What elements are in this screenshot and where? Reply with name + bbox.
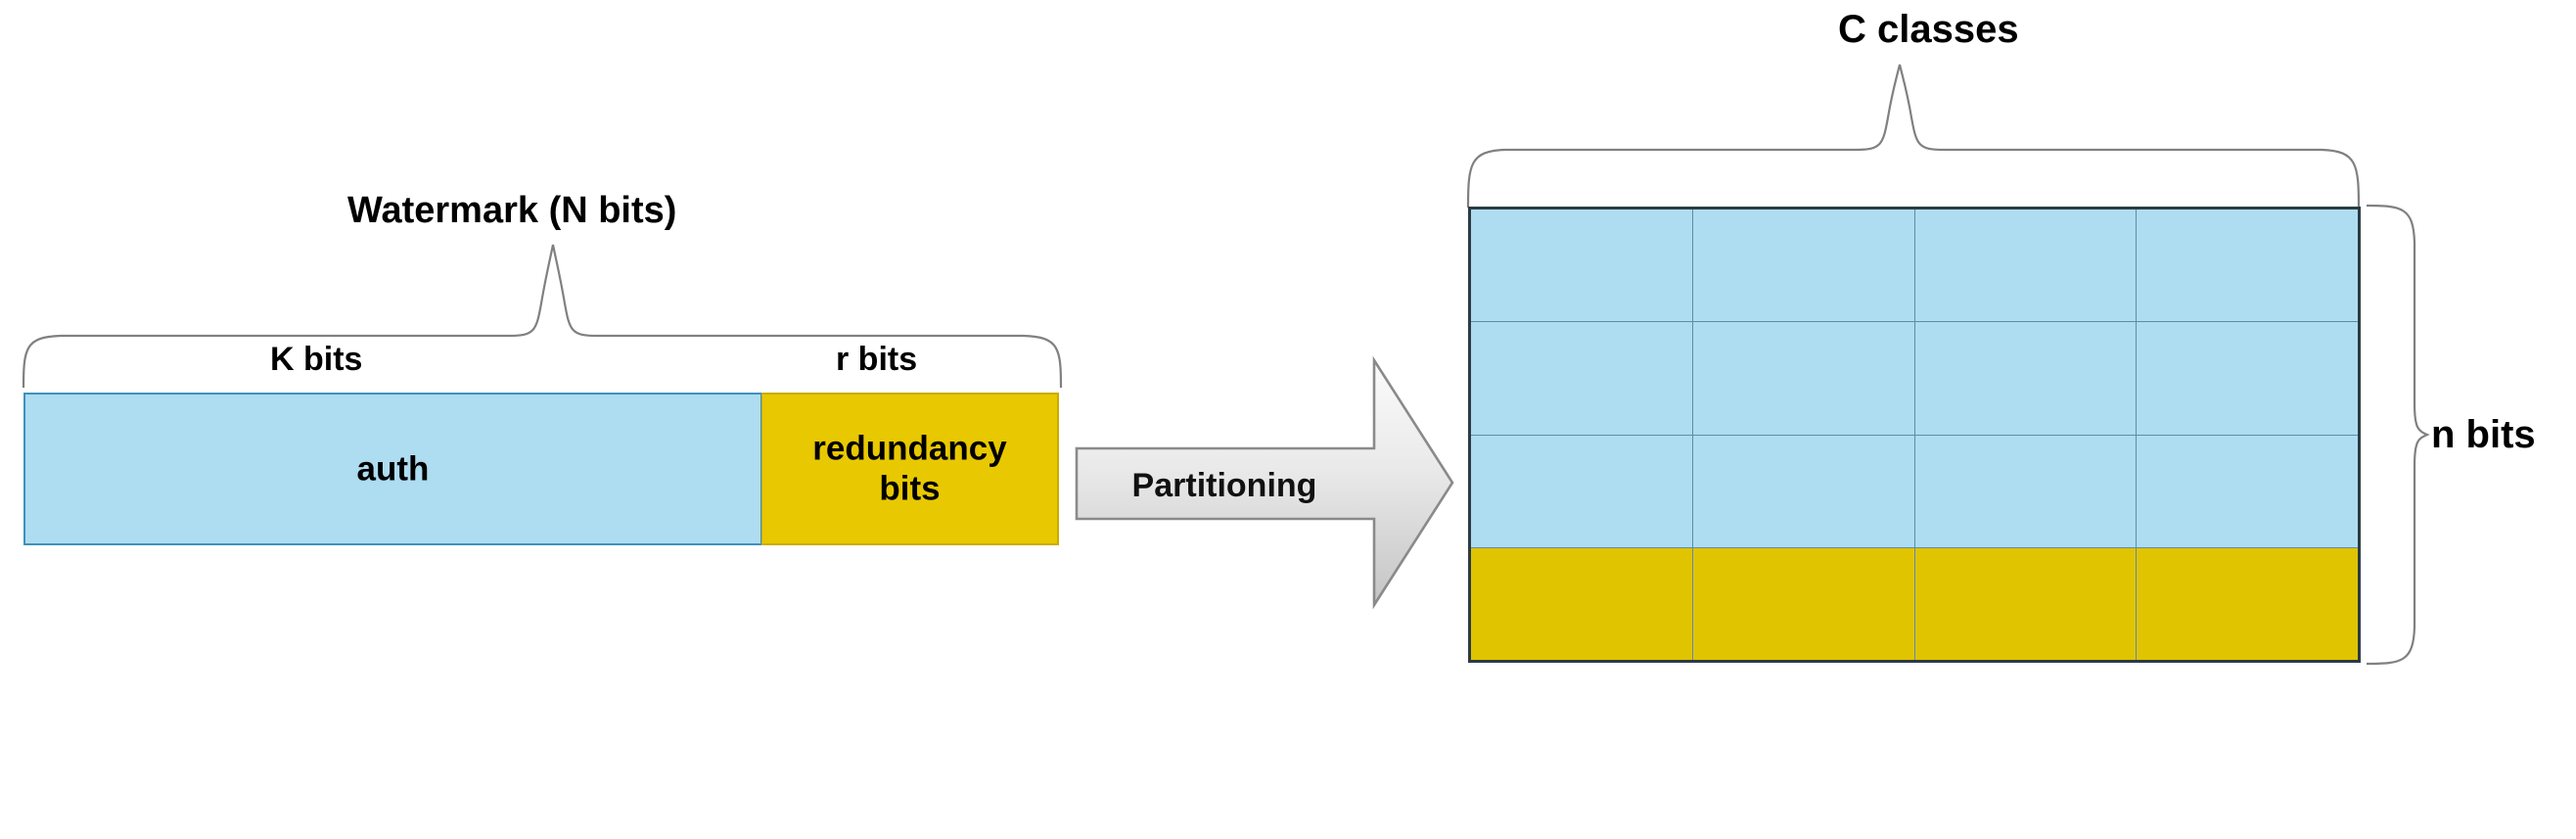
grid-cell[interactable] — [1692, 435, 1915, 547]
auth-label: auth — [356, 449, 430, 489]
table-row — [1471, 322, 2358, 436]
table-row — [1471, 210, 2358, 323]
table-row — [1471, 435, 2358, 548]
partition-grid — [1468, 207, 2361, 663]
grid-cell[interactable] — [1692, 210, 1915, 322]
grid-cell[interactable] — [2137, 547, 2358, 660]
grid-cell[interactable] — [1914, 435, 2138, 547]
k-bits-label: K bits — [270, 341, 363, 378]
grid-cell[interactable] — [2137, 210, 2358, 322]
grid-cell[interactable] — [1692, 322, 1915, 435]
c-classes-label: C classes — [1838, 8, 2019, 51]
grid-cell[interactable] — [1914, 210, 2138, 322]
grid-cell[interactable] — [1914, 547, 2138, 660]
grid-cell[interactable] — [1692, 547, 1915, 660]
watermark-brace — [22, 244, 1063, 389]
watermark-brace-label: Watermark (N bits) — [347, 190, 677, 231]
watermark-segment-auth[interactable]: auth — [23, 393, 761, 545]
arrow-shape-icon — [1075, 355, 1454, 610]
grid-cell[interactable] — [1471, 547, 1693, 660]
grid-cell[interactable] — [2137, 435, 2358, 547]
grid-cell[interactable] — [2137, 322, 2358, 435]
grid-cell[interactable] — [1471, 210, 1693, 322]
partitioning-arrow[interactable]: Partitioning — [1073, 354, 1456, 611]
n-bits-brace — [2366, 204, 2430, 666]
table-row — [1471, 547, 2358, 660]
n-bits-label: n bits — [2431, 413, 2536, 456]
r-bits-label: r bits — [836, 341, 918, 378]
grid-cell[interactable] — [1471, 322, 1693, 435]
c-classes-brace — [1466, 64, 2361, 209]
grid-cell[interactable] — [1914, 322, 2138, 435]
grid-cell[interactable] — [1471, 435, 1693, 547]
